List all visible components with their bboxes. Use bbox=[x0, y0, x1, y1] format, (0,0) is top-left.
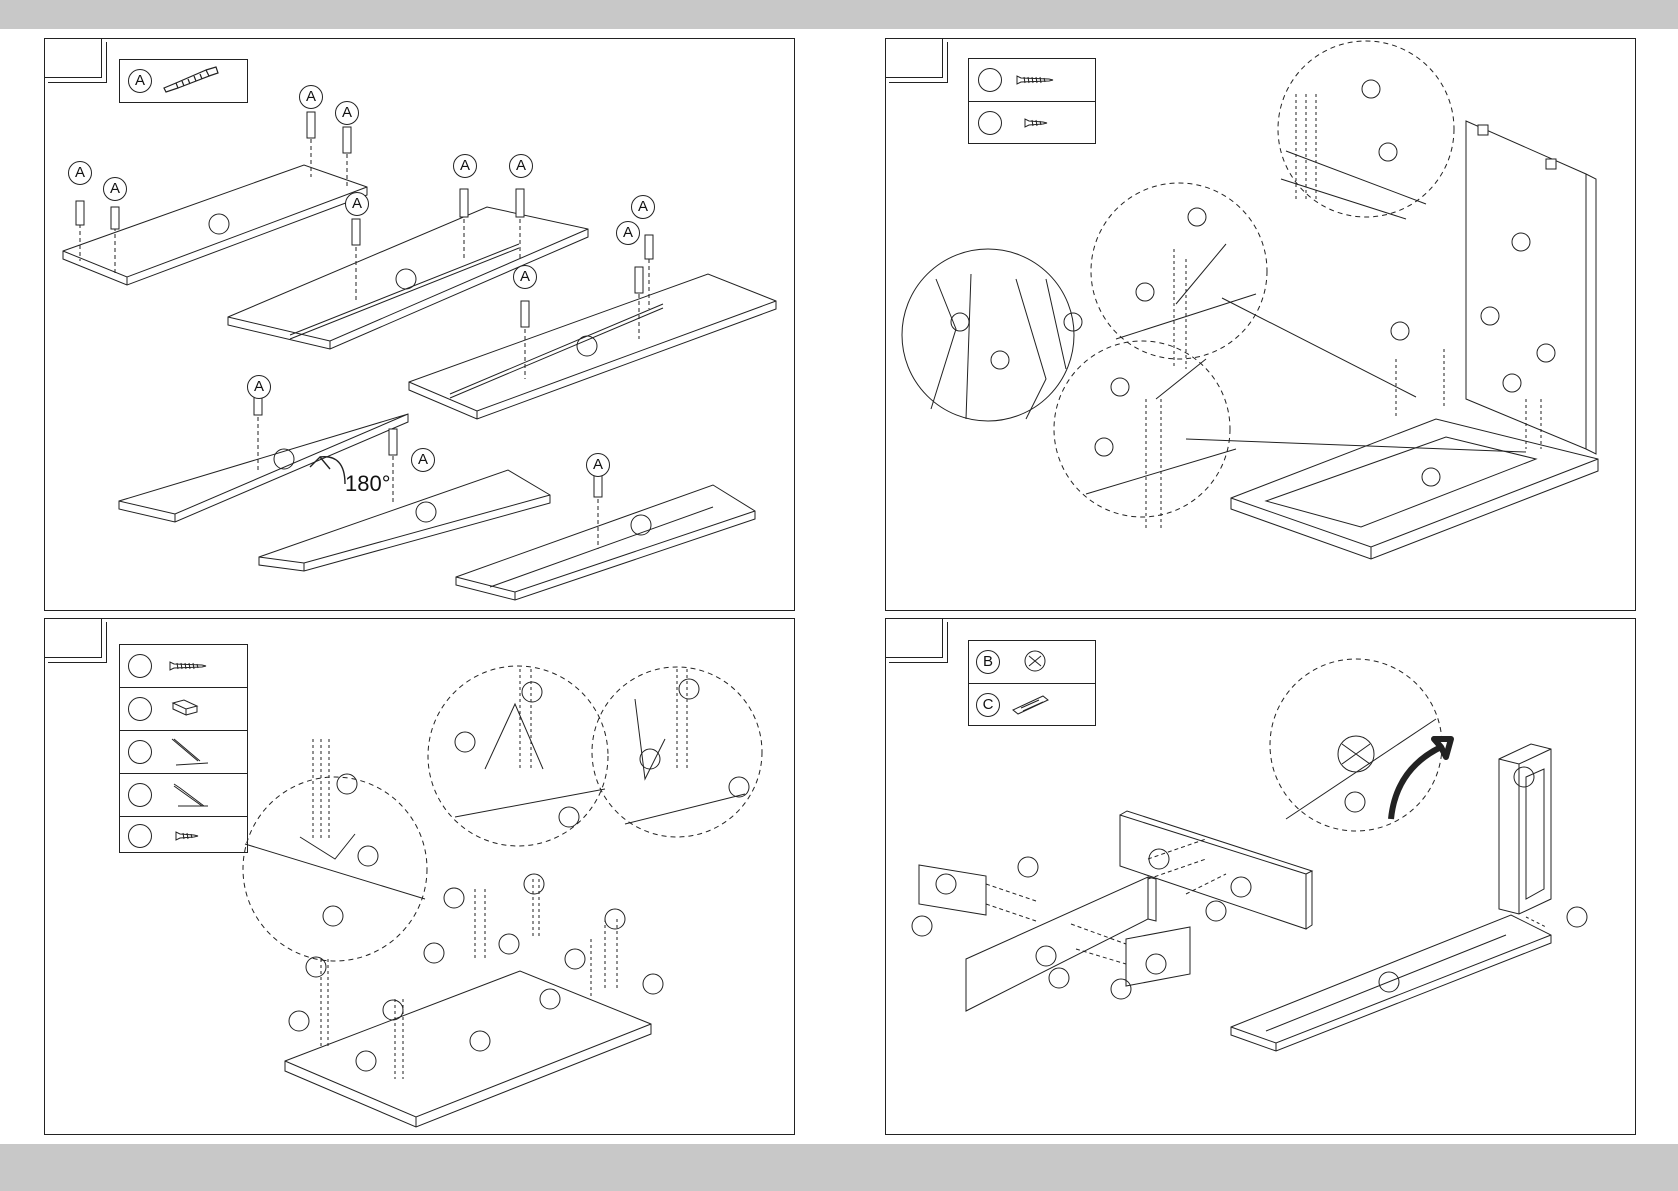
part-letter-label: A bbox=[631, 195, 655, 219]
step-panel-1: A bbox=[44, 38, 795, 611]
board-5 bbox=[259, 470, 550, 571]
detail-circle-lower bbox=[1054, 341, 1230, 517]
part-letter-label: A bbox=[299, 85, 323, 109]
part-letter-label: A bbox=[345, 192, 369, 216]
part-letter-label: A bbox=[586, 453, 610, 477]
part-letter-label: A bbox=[453, 154, 477, 178]
lid-board bbox=[285, 971, 651, 1127]
panel-4-drawing bbox=[886, 619, 1635, 1134]
part-letter-label: A bbox=[335, 101, 359, 125]
panel-2-drawing bbox=[886, 39, 1635, 610]
detail-circle-middle bbox=[1091, 183, 1267, 359]
step-panel-4: B C bbox=[885, 618, 1636, 1135]
top-band bbox=[0, 0, 1678, 29]
part-letter-label: A bbox=[103, 177, 127, 201]
panel-1-drawing bbox=[45, 39, 794, 610]
rotation-label: 180° bbox=[345, 471, 391, 497]
board-3 bbox=[409, 274, 776, 419]
bottom-board bbox=[1231, 915, 1551, 1051]
rotation-arrow bbox=[310, 457, 345, 484]
part-letter-label: A bbox=[68, 161, 92, 185]
panel-3-drawing bbox=[45, 619, 794, 1134]
detail-circle-hinge bbox=[902, 249, 1074, 421]
side-panel bbox=[1499, 744, 1551, 914]
base-frame bbox=[1231, 419, 1598, 559]
part-letter-label: A bbox=[411, 448, 435, 472]
side-block-left bbox=[919, 865, 986, 915]
step-panel-2 bbox=[885, 38, 1636, 611]
detail-circle-stay-left bbox=[428, 666, 608, 846]
part-letter-label: A bbox=[513, 265, 537, 289]
step-panel-3 bbox=[44, 618, 795, 1135]
lid-panel bbox=[1466, 121, 1596, 454]
detail-circle-cam bbox=[1270, 659, 1442, 831]
detail-circle-top bbox=[1278, 41, 1454, 217]
front-rail bbox=[966, 877, 1156, 1011]
board-4 bbox=[119, 414, 408, 522]
bottom-band bbox=[0, 1144, 1678, 1191]
back-rail bbox=[1120, 811, 1312, 929]
part-letter-label: A bbox=[247, 375, 271, 399]
part-letter-label: A bbox=[509, 154, 533, 178]
side-block-right bbox=[1126, 927, 1190, 986]
part-letter-label: A bbox=[616, 221, 640, 245]
detail-circle-hinge bbox=[243, 777, 427, 961]
turn-arrow bbox=[1391, 739, 1451, 819]
